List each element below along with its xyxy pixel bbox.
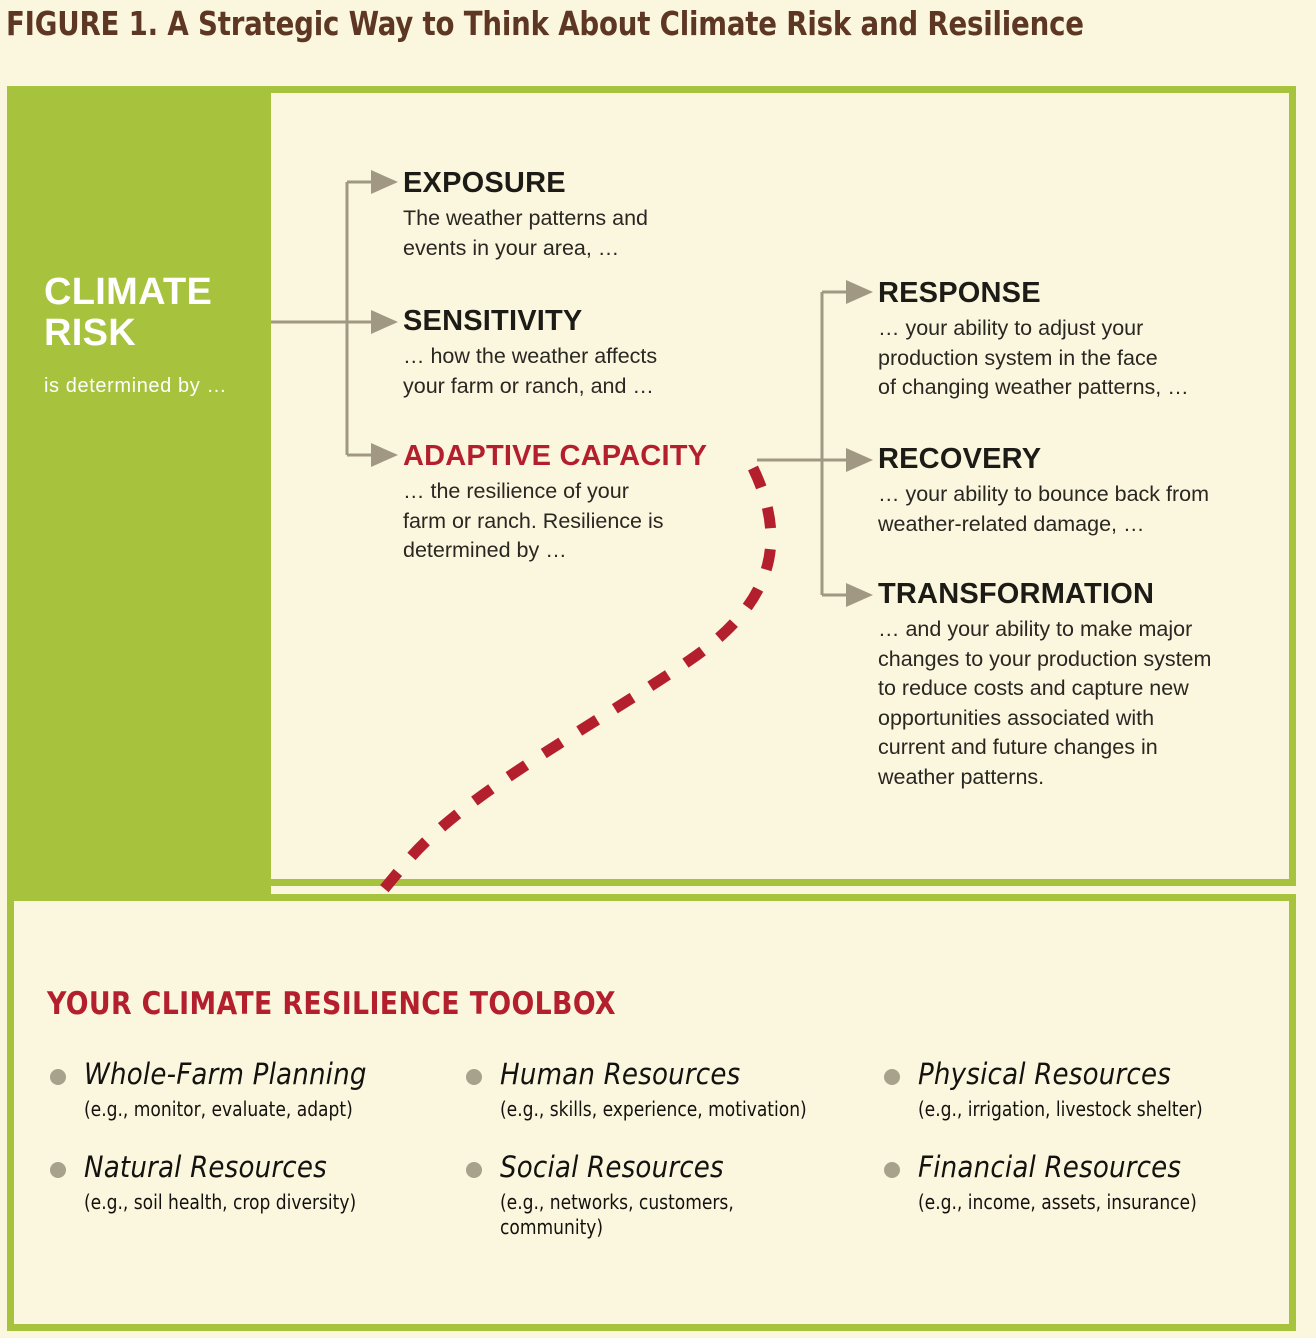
node-response: RESPONSE … your ability to adjust your p… bbox=[878, 277, 1278, 403]
climate-risk-block bbox=[7, 86, 271, 900]
toolbox-item-physical-resources: Physical Resources (e.g., irrigation, li… bbox=[884, 1057, 1274, 1122]
toolbox-item-human-resources: Human Resources (e.g., skills, experienc… bbox=[466, 1057, 866, 1122]
bullet-icon bbox=[50, 1069, 66, 1085]
toolbox-item-example: (e.g., irrigation, livestock shelter) bbox=[918, 1097, 1203, 1121]
node-recovery-heading: RECOVERY bbox=[878, 443, 1042, 475]
toolbox-item-whole-farm-planning: Whole-Farm Planning (e.g., monitor, eval… bbox=[50, 1057, 440, 1122]
node-exposure-body: The weather patterns and events in your … bbox=[403, 206, 649, 260]
bullet-icon bbox=[50, 1162, 66, 1178]
toolbox-item-example: (e.g., soil health, crop diversity) bbox=[84, 1190, 357, 1214]
toolbox-item-example: (e.g., skills, experience, motivation) bbox=[500, 1097, 807, 1121]
node-response-heading: RESPONSE bbox=[878, 277, 1041, 309]
node-sensitivity-heading: SENSITIVITY bbox=[403, 305, 583, 337]
climate-risk-subtitle: is determined by … bbox=[44, 375, 228, 397]
toolbox-item-name: Physical Resources bbox=[918, 1057, 1172, 1091]
node-sensitivity-body: … how the weather affects your farm or r… bbox=[403, 344, 658, 398]
node-exposure-heading: EXPOSURE bbox=[403, 167, 566, 199]
toolbox-title: YOUR CLIMATE RESILIENCE TOOLBOX bbox=[47, 986, 616, 1022]
bullet-icon bbox=[466, 1069, 482, 1085]
toolbox-item-example: (e.g., networks, customers, community) bbox=[500, 1190, 734, 1239]
node-adaptive-capacity-heading: ADAPTIVE CAPACITY bbox=[403, 440, 708, 472]
node-transformation: TRANSFORMATION … and your ability to mak… bbox=[878, 578, 1278, 792]
node-sensitivity: SENSITIVITY … how the weather affects yo… bbox=[403, 305, 733, 401]
node-recovery: RECOVERY … your ability to bounce back f… bbox=[878, 443, 1288, 539]
toolbox-item-name: Social Resources bbox=[500, 1150, 724, 1184]
bullet-icon bbox=[884, 1162, 900, 1178]
node-adaptive-capacity-body: … the resilience of your farm or ranch. … bbox=[403, 479, 664, 562]
toolbox-item-name: Whole-Farm Planning bbox=[84, 1057, 367, 1091]
toolbox-panel bbox=[7, 894, 1296, 1331]
page-title: FIGURE 1. A Strategic Way to Think About… bbox=[6, 4, 1084, 43]
toolbox-item-financial-resources: Financial Resources (e.g., income, asset… bbox=[884, 1150, 1274, 1215]
node-response-body: … your ability to adjust your production… bbox=[878, 316, 1189, 399]
bullet-icon bbox=[466, 1162, 482, 1178]
node-transformation-heading: TRANSFORMATION bbox=[878, 578, 1155, 610]
toolbox-item-example: (e.g., monitor, evaluate, adapt) bbox=[84, 1097, 353, 1121]
node-recovery-body: … your ability to bounce back from weath… bbox=[878, 482, 1210, 536]
node-exposure: EXPOSURE The weather patterns and events… bbox=[403, 167, 733, 263]
toolbox-item-example: (e.g., income, assets, insurance) bbox=[918, 1190, 1197, 1214]
node-adaptive-capacity: ADAPTIVE CAPACITY … the resilience of yo… bbox=[403, 440, 743, 566]
toolbox-item-natural-resources: Natural Resources (e.g., soil health, cr… bbox=[50, 1150, 440, 1215]
toolbox-item-name: Natural Resources bbox=[84, 1150, 327, 1184]
toolbox-item-name: Financial Resources bbox=[918, 1150, 1182, 1184]
node-transformation-body: … and your ability to make major changes… bbox=[878, 617, 1212, 789]
toolbox-item-social-resources: Social Resources (e.g., networks, custom… bbox=[466, 1150, 866, 1240]
bullet-icon bbox=[884, 1069, 900, 1085]
toolbox-item-name: Human Resources bbox=[500, 1057, 741, 1091]
climate-risk-heading: CLIMATE RISK bbox=[44, 271, 213, 354]
